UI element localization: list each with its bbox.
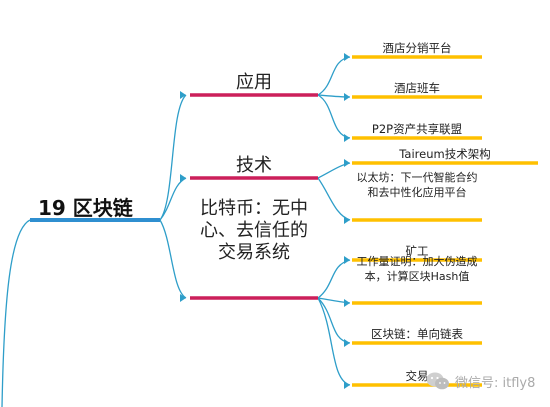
watermark-text: 微信号: itfly8 xyxy=(455,376,536,391)
leaf-topic[interactable]: 酒店班车 xyxy=(394,81,440,95)
leaf-topic[interactable]: 交易 xyxy=(405,369,429,383)
root-incoming-connector xyxy=(1,219,31,407)
arrowhead xyxy=(344,134,350,142)
arrowhead xyxy=(344,299,350,307)
wechat-icon xyxy=(426,372,449,390)
arrowhead xyxy=(344,93,350,101)
branch-topic-bitcoin[interactable]: 比特币：无中心、去信任的交易系统 xyxy=(200,198,308,263)
watermark: 微信号: itfly8 xyxy=(425,371,550,391)
connector-root-bitcoin xyxy=(159,219,187,299)
leaf-topic[interactable]: 以太坊：下一代智能合约和去中性化应用平台 xyxy=(356,171,478,199)
connector-tech-2 xyxy=(317,177,351,221)
arrowhead xyxy=(180,294,186,302)
root-topic[interactable]: 19 区块链 xyxy=(38,196,133,220)
arrowhead xyxy=(344,339,350,347)
connector-root-tech xyxy=(159,177,187,221)
arrowhead xyxy=(180,174,186,182)
leaf-topic[interactable]: P2P资产共享联盟 xyxy=(371,122,463,136)
connector-root-app xyxy=(159,94,187,221)
connector-btc-1 xyxy=(317,259,351,299)
connector-app-3 xyxy=(317,94,351,139)
arrowhead xyxy=(344,216,350,224)
leaf-topic[interactable]: 矿工 xyxy=(405,244,429,258)
arrowhead xyxy=(344,256,350,264)
arrowhead xyxy=(344,53,350,61)
leaf-topic[interactable]: 酒店分销平台 xyxy=(382,41,452,55)
connector-app-1 xyxy=(317,56,351,96)
leaf-topic[interactable]: 区块链：单向链表 xyxy=(371,327,463,341)
branch-topic-app[interactable]: 应用 xyxy=(236,72,272,93)
arrowhead xyxy=(180,91,186,99)
leaf-topic[interactable]: 工作量证明：加大伪造成本，计算区块Hash值 xyxy=(356,255,478,283)
leaf-topic[interactable]: Taireum技术架构 xyxy=(399,147,491,161)
branch-topic-tech[interactable]: 技术 xyxy=(236,155,272,176)
arrowhead xyxy=(344,159,350,167)
arrowhead xyxy=(344,381,350,389)
